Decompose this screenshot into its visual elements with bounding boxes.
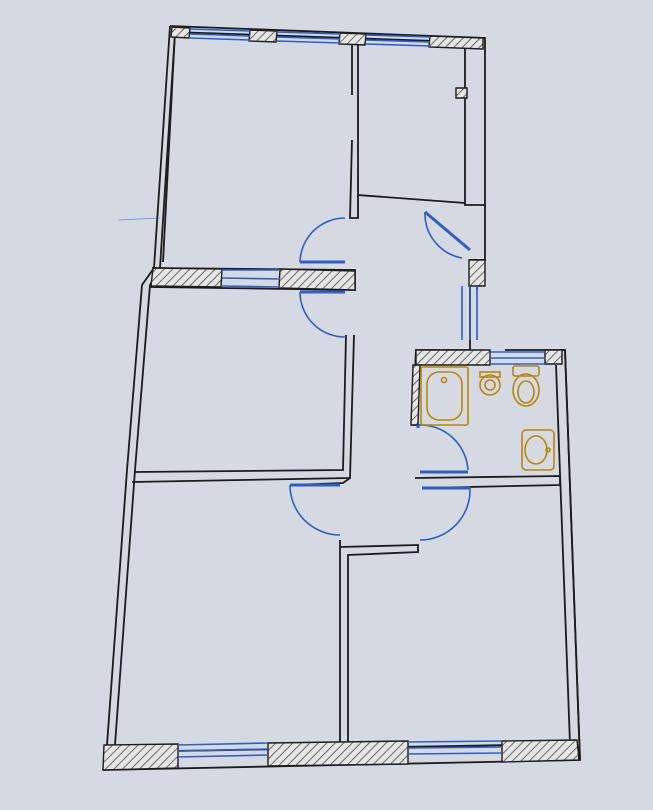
hatch-top-2 (248, 29, 278, 43)
toilet-icon (512, 365, 540, 407)
hatch-partition-left (150, 267, 223, 288)
bidet-icon (479, 371, 501, 396)
window-bottom-right (407, 740, 503, 755)
window-top-3 (365, 34, 431, 47)
bathroom-fixtures (420, 365, 555, 471)
bathtub-icon (420, 366, 469, 426)
hatch-corridor-right (468, 259, 486, 287)
construction-line (117, 217, 161, 221)
door-lower-right-room (419, 486, 471, 541)
window-bathroom-top (490, 351, 545, 365)
outer-wall-right (505, 349, 581, 761)
door-middle-room (299, 290, 347, 338)
window-top-2 (276, 31, 341, 44)
hatch-top-4 (428, 35, 484, 50)
window-partition (221, 269, 281, 288)
sink-icon (521, 429, 555, 471)
door-lower-left-room (289, 483, 341, 536)
window-corridor-right (461, 286, 478, 340)
windows (177, 28, 545, 758)
hatch-top-3 (338, 32, 367, 46)
hatch-bottom-left (102, 743, 179, 771)
wardrobe-wall-lower (349, 139, 359, 219)
bathroom-lower-wall (414, 475, 561, 489)
window-top-1 (189, 28, 251, 41)
door-upper-room (299, 217, 346, 264)
hatch-bathroom-left (410, 364, 421, 426)
hatch-partition-right (278, 268, 356, 291)
hatch-top-1 (170, 26, 191, 39)
hatch-bathroom-top (415, 349, 491, 366)
doors (289, 210, 471, 541)
window-bottom-left (177, 742, 269, 758)
hatch-bottom-right (501, 739, 580, 763)
hatch-bathroom-top-right (544, 349, 563, 365)
corridor-wall-left (133, 334, 347, 473)
door-wardrobe (424, 210, 471, 259)
hatch-right-notch (455, 87, 468, 99)
hatch-bottom-center (267, 740, 409, 767)
hatched-walls (102, 26, 580, 771)
